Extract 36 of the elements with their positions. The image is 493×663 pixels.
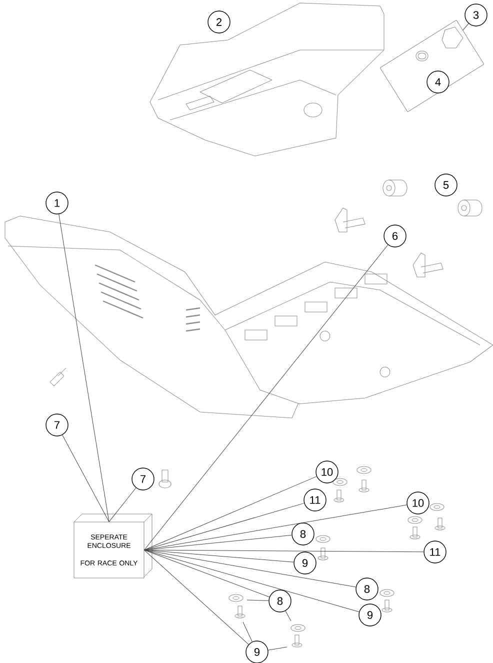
leader-line [144, 550, 270, 598]
callout-number: 4 [426, 70, 450, 94]
callout-number: 9 [358, 604, 382, 626]
callout-number: 11 [304, 488, 326, 512]
leader-line [242, 622, 252, 642]
leader-line [144, 244, 388, 550]
leader-line [144, 550, 424, 552]
kit-frame [380, 20, 484, 112]
callout-number: 11 [424, 540, 446, 564]
leader-line [144, 550, 249, 645]
leader-line [268, 646, 288, 650]
callout-number: 10 [406, 492, 430, 514]
leader-line [58, 214, 110, 522]
callout-number: 10 [316, 460, 338, 484]
callout-number: 7 [132, 468, 154, 490]
callout-number: 2 [208, 10, 230, 34]
callout-number: 1 [46, 192, 68, 214]
leader-line [144, 502, 304, 550]
callout-number: 9 [294, 552, 316, 574]
leader-line [62, 434, 110, 522]
leader-line [144, 476, 317, 550]
leader-line [246, 600, 269, 601]
leader-line [144, 504, 408, 550]
callout-number: 3 [464, 4, 488, 26]
callout-number: 6 [384, 224, 406, 248]
leader-line [144, 550, 356, 588]
leader-line [144, 550, 294, 562]
leader-line [108, 488, 136, 522]
callout-number: 5 [434, 174, 458, 196]
callout-number: 7 [46, 414, 68, 436]
callout-number: 8 [268, 590, 292, 612]
callout-number: 8 [356, 578, 378, 600]
callout-number: 9 [246, 640, 268, 663]
callout-number: 8 [292, 522, 314, 546]
leader-line [462, 23, 469, 30]
leader-line [285, 610, 292, 622]
